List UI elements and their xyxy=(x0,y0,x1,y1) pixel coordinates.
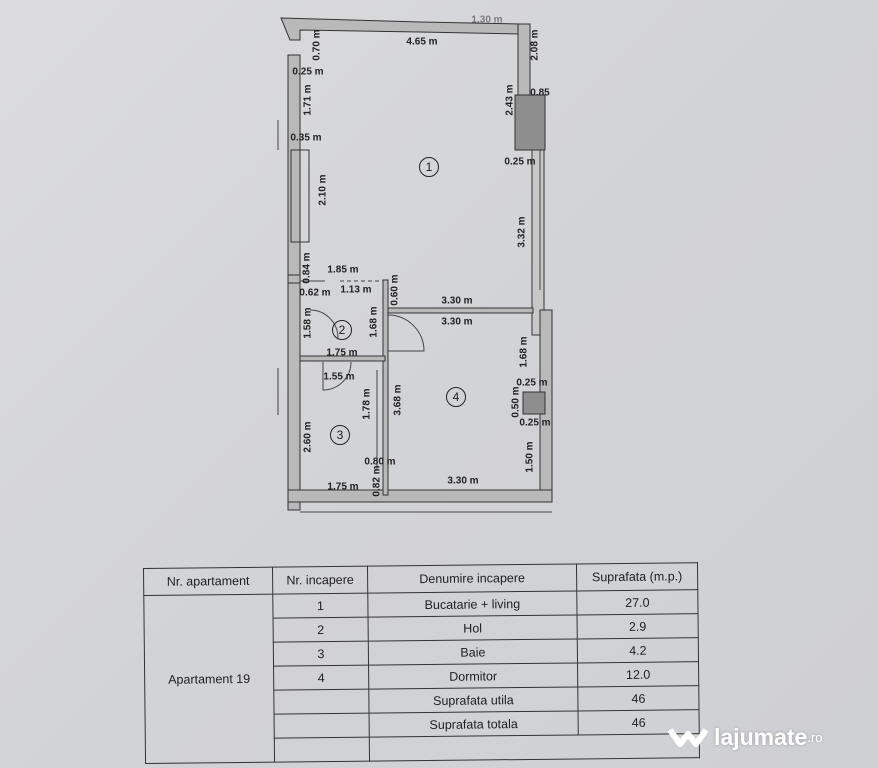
header-apartment: Nr. apartament xyxy=(143,567,273,596)
dimension-label: 2.60 m xyxy=(302,421,314,453)
area-table: Nr. apartament Nr. incapere Denumire inc… xyxy=(143,562,700,764)
dimension-label: 0.62 m xyxy=(299,287,331,299)
column xyxy=(522,391,546,415)
dimension-label: 3.32 m xyxy=(516,216,528,248)
area-cell: 46 xyxy=(577,685,700,711)
room-name-cell: Baie xyxy=(368,638,578,666)
dimension-label: 0.25 m xyxy=(516,377,548,389)
dimension-label: 0.60 m xyxy=(389,274,401,306)
wall-right-upper xyxy=(517,23,531,105)
dimension-label: 1.71 m xyxy=(302,84,314,116)
dimension-label: 3.68 m xyxy=(392,384,404,416)
dimension-label: 1.13 m xyxy=(340,284,372,296)
watermark-tld: .ro xyxy=(807,729,823,745)
dimension-label: 1.58 m xyxy=(302,307,314,339)
room-name-cell: Suprafata totala xyxy=(369,710,579,738)
dimension-label: 1.50 m xyxy=(524,441,536,473)
dimension-label: 3.30 m xyxy=(447,475,479,487)
dimension-label: 0.25 m xyxy=(292,66,324,78)
watermark-brand: lajumate xyxy=(714,723,808,750)
closet xyxy=(290,149,310,243)
room-name-cell: Hol xyxy=(368,614,578,642)
dimension-label: 0.80 m xyxy=(364,456,396,468)
area-cell: 27.0 xyxy=(576,589,699,615)
header-room-name: Denumire incapere xyxy=(367,563,577,594)
empty-cell xyxy=(274,737,370,763)
dimension-label: 0.85 xyxy=(530,87,550,99)
dimension-label: 1.75 m xyxy=(327,481,359,493)
dimension-label: 0.25 m xyxy=(519,417,551,429)
wall-room1-room4 xyxy=(382,307,534,314)
watermark: lajumate.ro xyxy=(668,722,823,752)
area-cell: 12.0 xyxy=(577,661,699,687)
dimension-label: 1.78 m xyxy=(361,388,373,420)
dimension-label: 2.10 m xyxy=(317,174,329,206)
dimension-label: 1.68 m xyxy=(368,306,380,338)
wall-right-window xyxy=(531,149,545,336)
dimension-label: 1.75 m xyxy=(326,347,358,359)
dimension-label: 0.25 m xyxy=(504,156,536,168)
dimension-label: 1.85 m xyxy=(327,264,359,276)
dimension-label: 1.68 m xyxy=(518,336,530,368)
lajumate-logo-icon xyxy=(668,728,708,747)
room-number-cell: 2 xyxy=(273,617,369,643)
dimension-label: 1.30 m xyxy=(471,14,503,26)
wall-partition xyxy=(382,279,389,496)
area-cell: 2.9 xyxy=(577,613,699,639)
room-number-2: 2 xyxy=(332,320,352,340)
area-cell: 4.2 xyxy=(577,637,699,663)
dimension-label: 2.08 m xyxy=(529,29,541,61)
room-number-cell xyxy=(274,713,370,739)
dimension-label: 0.82 m xyxy=(371,465,383,497)
room-name-cell: Dormitor xyxy=(368,662,578,690)
dimension-label: 0.35 m xyxy=(290,132,322,144)
dimension-label: 0.84 m xyxy=(301,252,313,284)
wall-hall-left xyxy=(287,274,301,284)
wall-hall-bath xyxy=(299,355,386,362)
wall-bottom xyxy=(287,489,553,503)
chimney xyxy=(514,94,546,151)
header-room-number: Nr. incapere xyxy=(272,566,368,595)
room-number-cell: 4 xyxy=(273,665,369,691)
dimension-label: 2.43 m xyxy=(504,84,516,116)
header-area: Suprafata (m.p.) xyxy=(576,562,698,591)
room-number-4: 4 xyxy=(446,387,466,407)
room-number-1: 1 xyxy=(419,157,439,177)
dimension-label: 1.55 m xyxy=(323,371,355,383)
room-number-cell: 3 xyxy=(273,641,369,667)
dimension-label: 3.30 m xyxy=(441,316,473,328)
room-number-3: 3 xyxy=(330,425,350,445)
room-number-cell xyxy=(273,689,370,715)
floor-plan xyxy=(277,17,553,513)
room-number-cell: 1 xyxy=(272,593,369,619)
dimension-label: 0.70 m xyxy=(311,29,323,61)
apartment-cell: Apartament 19 xyxy=(143,594,275,764)
empty-cell xyxy=(369,733,700,762)
dimension-label: 3.30 m xyxy=(441,295,473,307)
dimension-label: 4.65 m xyxy=(406,36,438,48)
wall-top xyxy=(280,17,521,41)
room-name-cell: Bucatarie + living xyxy=(367,590,578,618)
dimension-label: 0.50 m xyxy=(510,386,522,418)
room-name-cell: Suprafata utila xyxy=(368,686,579,714)
